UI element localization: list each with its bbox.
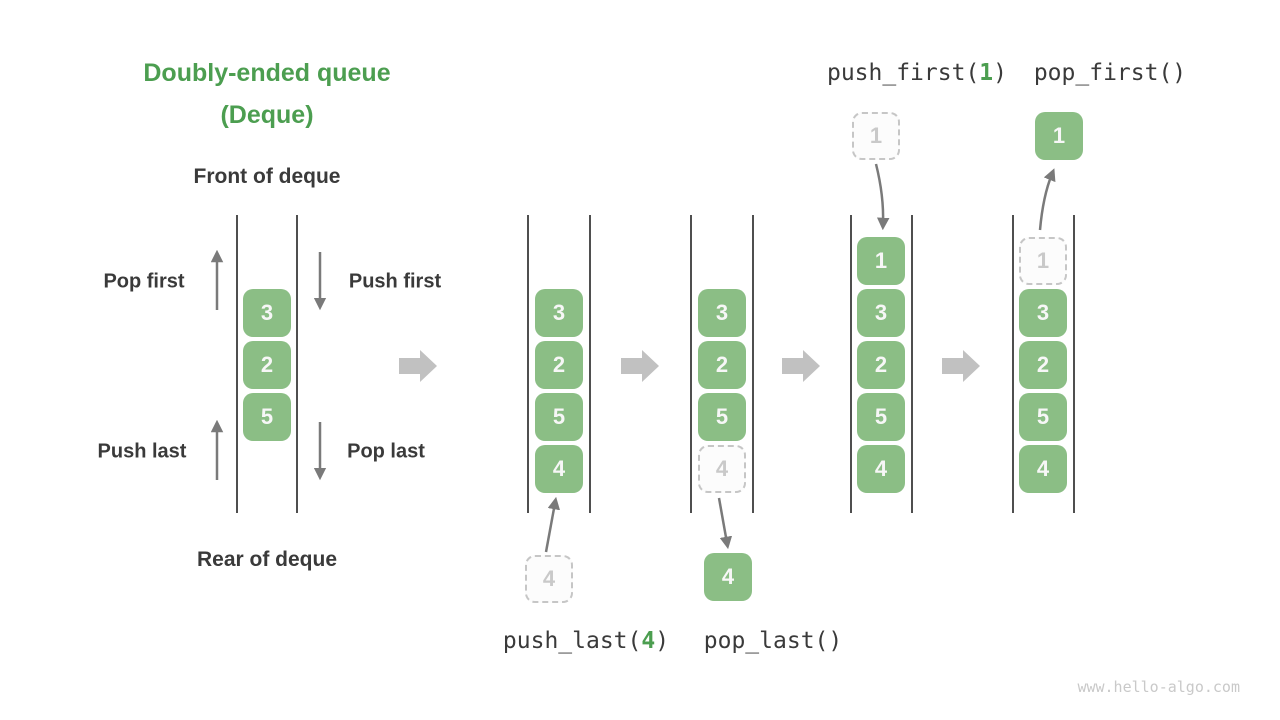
call-fn: push_first(: [826, 60, 980, 86]
queue-cell: 1: [857, 237, 905, 285]
queue-cell: 4: [535, 445, 583, 493]
push-last-label: Push last: [97, 440, 187, 463]
transition-arrow-icon: [621, 350, 659, 382]
pop-first-label: Pop first: [103, 270, 185, 293]
queue-cell-ghost: 4: [525, 555, 573, 603]
queue-cell: 4: [857, 445, 905, 493]
queue-cell: 3: [243, 289, 291, 337]
queue-cell: 3: [857, 289, 905, 337]
queue-cell: 3: [535, 289, 583, 337]
rear-of-deque-label: Rear of deque: [196, 548, 338, 571]
transition-arrow-icon: [942, 350, 980, 382]
watermark: www.hello-algo.com: [1077, 678, 1240, 696]
pop-last-call-label: pop_last(): [704, 628, 842, 654]
queue-cell: 2: [243, 341, 291, 389]
queue-cell: 5: [535, 393, 583, 441]
queue-cell: 1: [1035, 112, 1083, 160]
queue-wall: [1073, 215, 1075, 513]
call-arg: 4: [641, 628, 656, 654]
pop-first-motion-arrow-icon: [1038, 168, 1056, 231]
push-last-call-label: push_last(4): [503, 628, 669, 654]
queue-wall: [236, 215, 238, 513]
transition-arrow-icon: [782, 350, 820, 382]
queue-cell-ghost: 1: [852, 112, 900, 160]
queue-wall: [690, 215, 692, 513]
diagram-title: Doubly-ended queue (Deque): [143, 52, 390, 136]
queue-wall: [911, 215, 913, 513]
push-first-label: Push first: [348, 270, 442, 293]
queue-cell: 4: [704, 553, 752, 601]
call-close: ): [655, 628, 670, 654]
queue-wall: [296, 215, 298, 513]
queue-cell: 2: [698, 341, 746, 389]
queue-wall: [850, 215, 852, 513]
title-line-2: (Deque): [220, 101, 314, 129]
queue-cell: 4: [1019, 445, 1067, 493]
queue-cell: 3: [698, 289, 746, 337]
call-text: pop_last(): [703, 628, 843, 654]
push-last-motion-arrow-icon: [544, 496, 561, 553]
call-close: ): [993, 60, 1008, 86]
queue-cell-ghost: 4: [698, 445, 746, 493]
pop-last-label: Pop last: [347, 440, 425, 463]
call-fn: push_last(: [502, 628, 642, 654]
push-first-motion-arrow-icon: [874, 163, 890, 231]
queue-wall: [527, 215, 529, 513]
queue-cell: 5: [857, 393, 905, 441]
queue-cell: 2: [535, 341, 583, 389]
queue-wall: [1012, 215, 1014, 513]
queue-cell: 5: [243, 393, 291, 441]
queue-wall: [589, 215, 591, 513]
title-line-1: Doubly-ended queue: [143, 59, 391, 87]
push-first-call-label: push_first(1): [827, 60, 1007, 86]
queue-wall: [752, 215, 754, 513]
queue-cell: 2: [857, 341, 905, 389]
call-arg: 1: [979, 60, 994, 86]
pop-first-call-label: pop_first(): [1034, 60, 1186, 86]
pop-last-motion-arrow-icon: [717, 497, 733, 550]
front-of-deque-label: Front of deque: [193, 165, 341, 188]
call-text: pop_first(): [1033, 60, 1187, 86]
queue-cell: 5: [1019, 393, 1067, 441]
queue-cell: 5: [698, 393, 746, 441]
transition-arrow-icon: [399, 350, 437, 382]
queue-cell-ghost: 1: [1019, 237, 1067, 285]
queue-cell: 2: [1019, 341, 1067, 389]
queue-cell: 3: [1019, 289, 1067, 337]
